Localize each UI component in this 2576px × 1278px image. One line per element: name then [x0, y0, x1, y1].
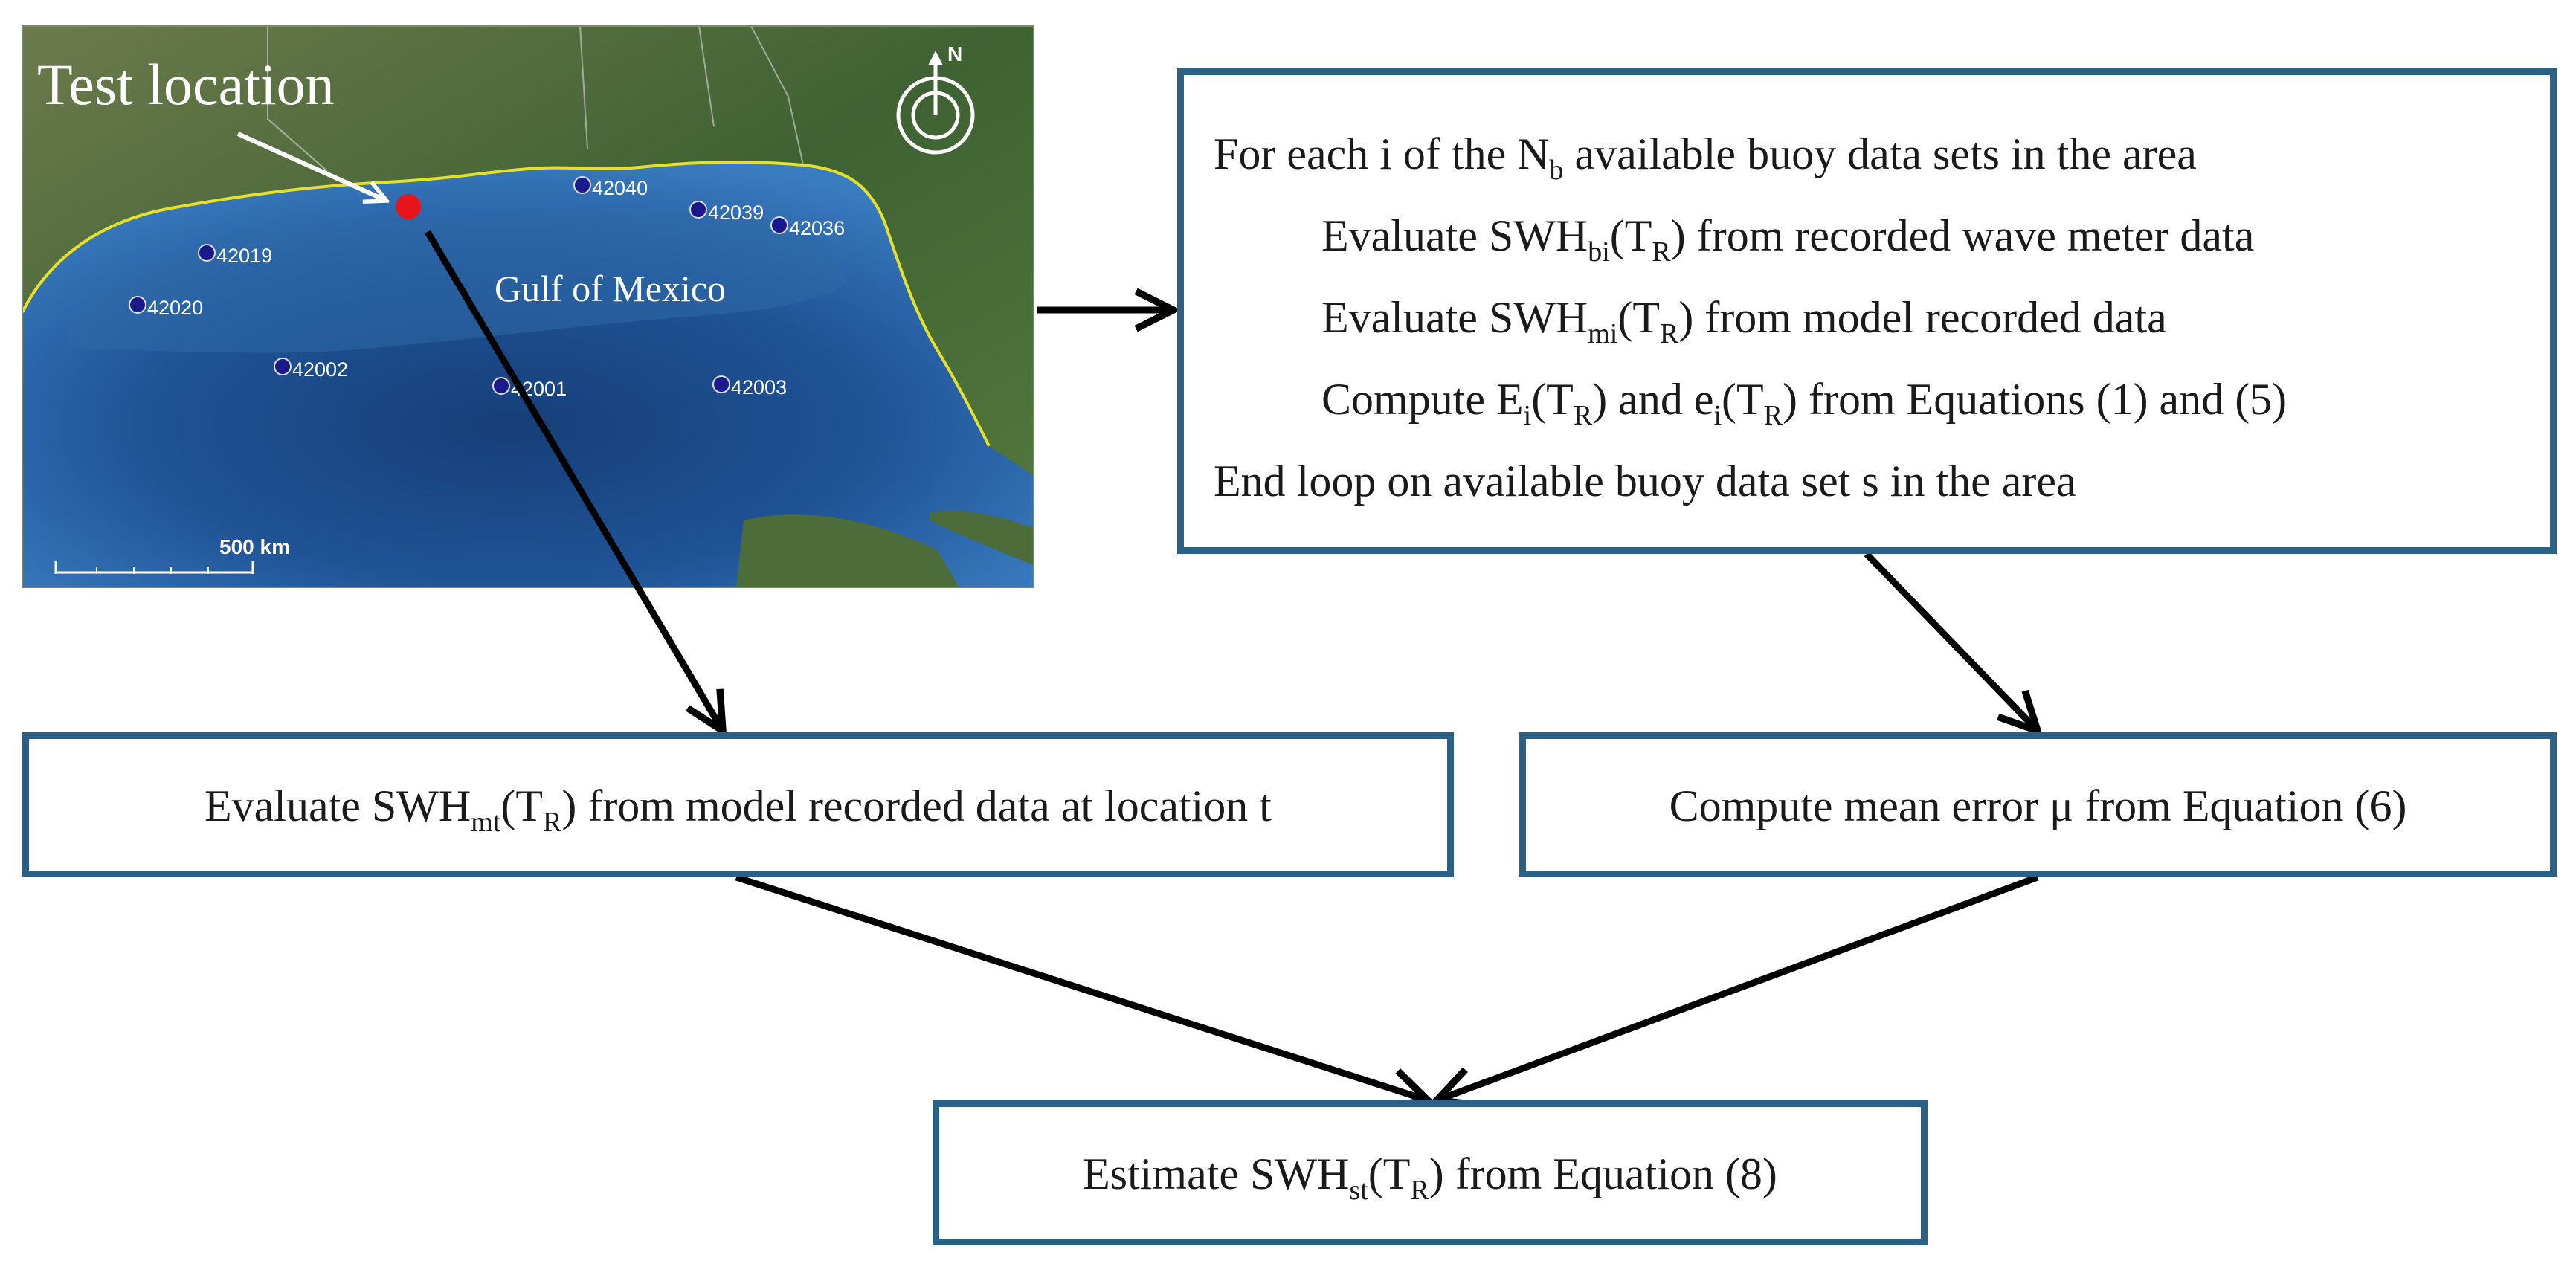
arrow-evaluate-to-estimate [735, 874, 1428, 1100]
buoy-42019-point [198, 244, 216, 262]
mean-error-box: Compute mean error μ from Equation (6) [1519, 732, 2557, 877]
buoy-label-42039: 42039 [708, 201, 764, 224]
loop-line-4: Compute Ei(TR) and ei(TR) from Equations… [1321, 375, 2287, 431]
buoy-42036-point [770, 216, 788, 234]
buoy-42020-point [129, 296, 146, 314]
loop-line-3: Evaluate SWHmi(TR) from model recorded d… [1321, 293, 2167, 349]
buoy-label-42036: 42036 [789, 217, 845, 239]
arrow-loop-to-mean [1864, 551, 2038, 731]
arrow-test-to-evaluate [425, 230, 723, 731]
buoy-label-42019: 42019 [216, 245, 272, 267]
buoy-42039-point [689, 201, 707, 219]
estimate-box: Estimate SWHst(TR) from Equation (8) [933, 1100, 1928, 1245]
arrow-mean-to-estimate [1437, 874, 2039, 1100]
evaluate-location-box: Evaluate SWHmt(TR) from model recorded d… [22, 732, 1454, 877]
test-location-label: Test location [37, 52, 335, 117]
yucatan-land [736, 514, 959, 587]
satellite-map [22, 26, 1034, 587]
evaluate-location-text: Evaluate SWHmt(TR) from model recorded d… [205, 781, 1272, 838]
flow-arrows [425, 230, 2039, 1100]
estimate-text: Estimate SWHst(TR) from Equation (8) [1083, 1149, 1777, 1206]
north-label: N [947, 42, 962, 65]
scale-bar: 500 km [54, 535, 290, 574]
buoy-loop-box: For each i of the Nb available buoy data… [1177, 68, 2557, 554]
buoy-label-42040: 42040 [592, 177, 648, 199]
loop-line-1: For each i of the Nb available buoy data… [1214, 129, 2197, 186]
buoy-42002-point [274, 358, 292, 375]
buoy-42001-point [492, 377, 510, 395]
buoy-label-42002: 42002 [292, 358, 348, 381]
map-border [22, 25, 1034, 588]
buoy-label-42003: 42003 [731, 376, 787, 398]
loop-line-2: Evaluate SWHbi(TR) from recorded wave me… [1321, 211, 2255, 268]
north-compass-icon: N [896, 42, 975, 155]
test-location-point [396, 194, 421, 219]
buoy-label-42020: 42020 [147, 297, 203, 319]
buoy-42040-point [573, 176, 591, 194]
state-borders [267, 26, 804, 172]
mean-error-text: Compute mean error μ from Equation (6) [1669, 781, 2407, 830]
coastline [22, 161, 991, 447]
loop-line-5: End loop on available buoy data set s in… [1214, 456, 2076, 506]
buoy-42003-point [712, 375, 730, 393]
test-location-pointer [236, 132, 387, 201]
gulf-of-mexico-label: Gulf of Mexico [495, 268, 726, 309]
cuba-land [930, 511, 1034, 565]
scale-label: 500 km [219, 535, 290, 558]
buoy-markers: 42040 42039 42036 42019 42020 42002 4200… [129, 176, 845, 400]
